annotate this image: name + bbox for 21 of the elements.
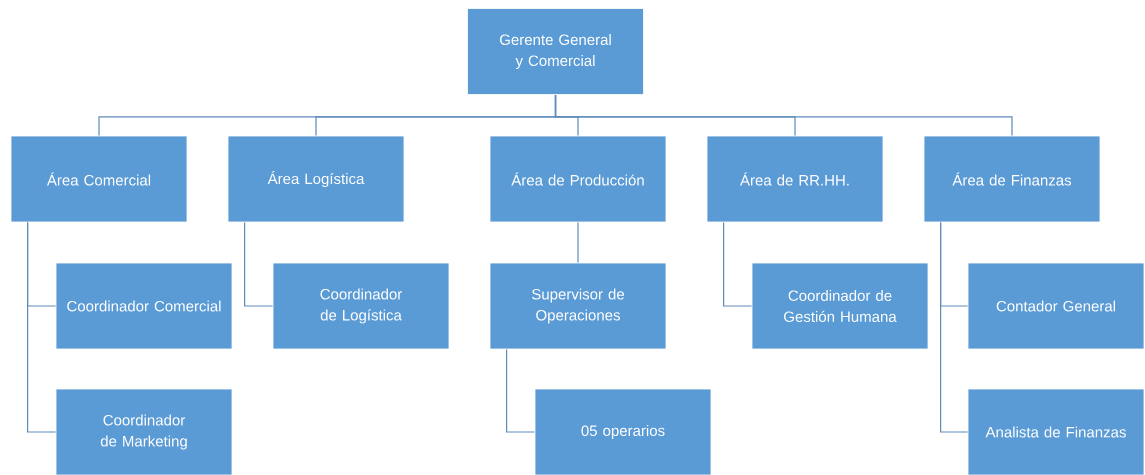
org-box: Gerente General y Comercial bbox=[467, 8, 644, 95]
org-box: Área de Finanzas bbox=[923, 135, 1101, 223]
connector-line bbox=[723, 221, 753, 307]
org-box: Coordinador Comercial bbox=[55, 262, 233, 350]
org-box: Analista de Finanzas bbox=[967, 388, 1145, 475]
org-box: Supervisor de Operaciones bbox=[489, 262, 667, 350]
connector-line bbox=[27, 221, 57, 433]
org-box: Área Logística bbox=[227, 135, 405, 223]
connector-line bbox=[506, 348, 536, 433]
org-box: Coordinador de Gestión Humana bbox=[751, 262, 929, 350]
org-box: Área Comercial bbox=[10, 135, 188, 223]
org-box: Contador General bbox=[967, 262, 1145, 350]
connector-line bbox=[577, 221, 579, 264]
org-box: Coordinador de Marketing bbox=[55, 388, 233, 475]
org-box: Coordinador de Logística bbox=[272, 262, 450, 350]
connector-line bbox=[940, 221, 969, 433]
connector-line bbox=[244, 221, 274, 307]
org-box: 05 operarios bbox=[534, 388, 712, 475]
connector-line bbox=[554, 94, 1013, 137]
org-box: Área de RR.HH. bbox=[706, 135, 884, 223]
org-box: Área de Producción bbox=[489, 135, 667, 223]
